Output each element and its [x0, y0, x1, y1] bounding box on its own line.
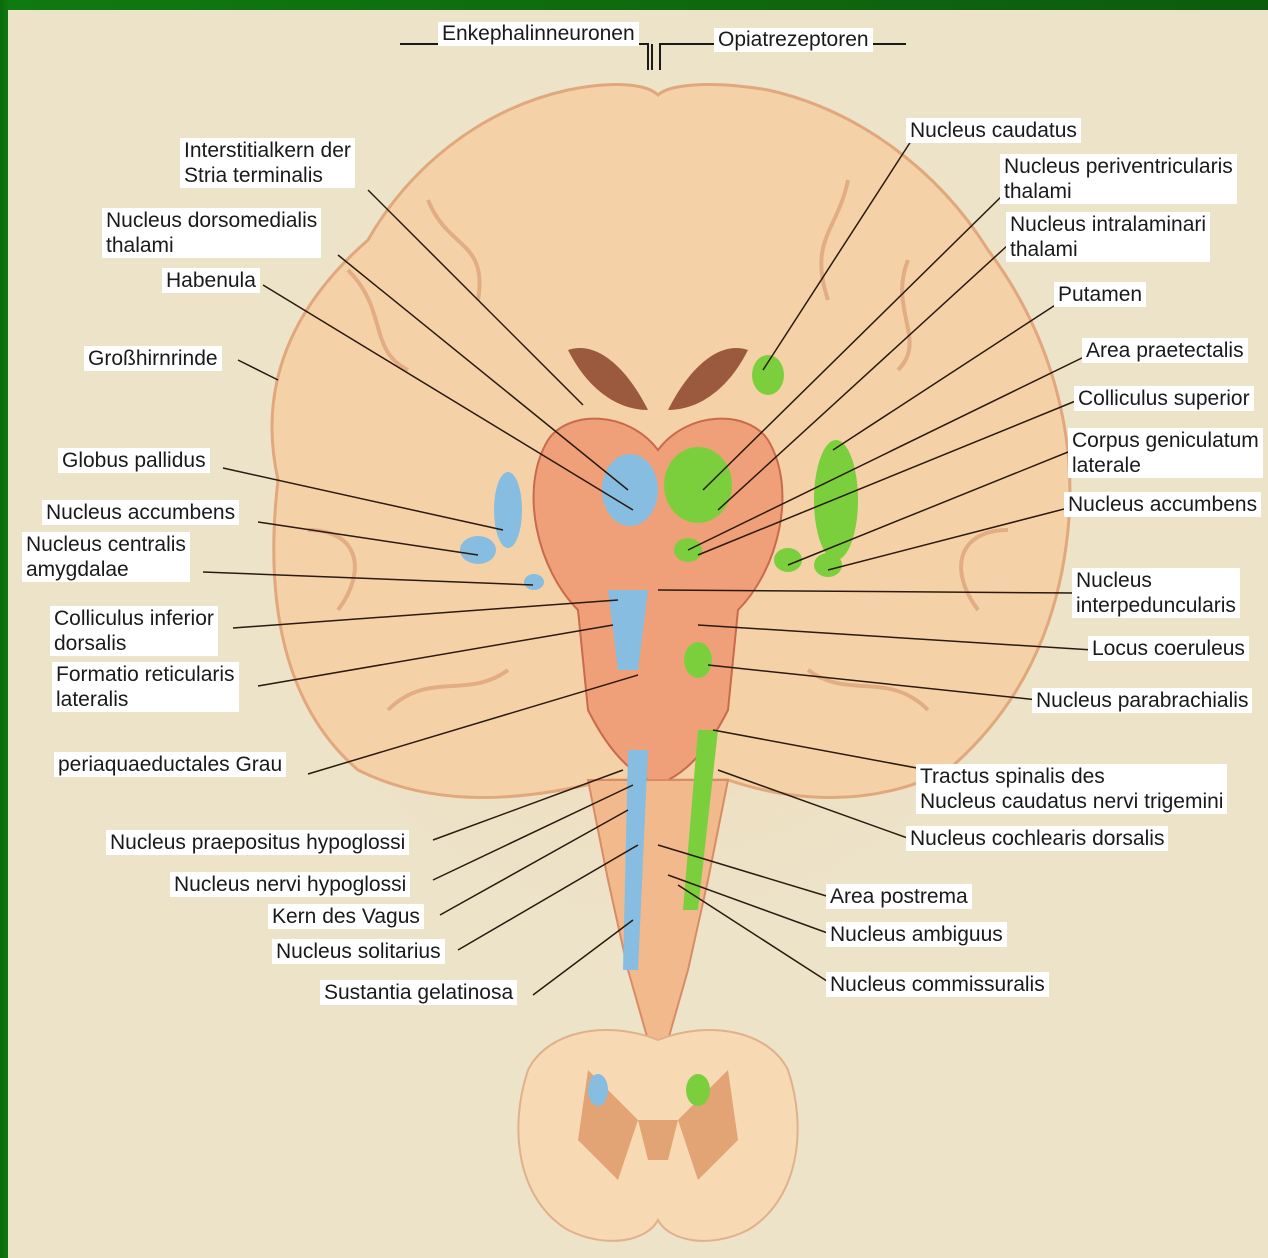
label-line: Corpus geniculatum: [1072, 428, 1259, 453]
label-line: Globus pallidus: [62, 448, 206, 473]
label-line: Nucleus praepositus hypoglossi: [110, 830, 405, 855]
blue-region-cord: [588, 1074, 608, 1106]
green-region-thalamus: [664, 447, 732, 523]
label-line: Nucleus solitarius: [276, 939, 441, 964]
enkephalin-header: Enkephalinneuronen: [438, 22, 639, 46]
label-nucleus-nervi-hypoglossi: Nucleus nervi hypoglossi: [170, 872, 410, 897]
label-nucleus-accumbens-right: Nucleus accumbens: [1064, 492, 1261, 517]
label-line: Nucleus: [1076, 568, 1236, 593]
label-grosshirnrinde: Großhirnrinde: [84, 346, 222, 371]
label-line: Area postrema: [830, 884, 968, 909]
green-region-parabrachial: [684, 642, 712, 678]
label-area-praetectalis: Area praetectalis: [1082, 338, 1248, 363]
label-nucleus-solitarius: Nucleus solitarius: [272, 939, 445, 964]
label-habenula: Habenula: [162, 268, 260, 293]
label-putamen: Putamen: [1054, 282, 1146, 307]
blue-region-pallidus: [494, 472, 522, 548]
green-region-accumbens: [814, 553, 842, 577]
label-line: Formatio reticularis: [56, 662, 235, 687]
label-globus-pallidus: Globus pallidus: [58, 448, 210, 473]
label-line: Sustantia gelatinosa: [324, 980, 513, 1005]
label-line: lateralis: [56, 687, 235, 712]
green-region-geniculatum: [774, 548, 802, 572]
label-nucleus-ambiguus: Nucleus ambiguus: [826, 922, 1007, 947]
green-region-cord: [686, 1074, 710, 1106]
label-line: laterale: [1072, 453, 1259, 478]
label-line: Nucleus nervi hypoglossi: [174, 872, 406, 897]
label-locus-coeruleus: Locus coeruleus: [1088, 636, 1249, 661]
label-line: Nucleus accumbens: [1068, 492, 1257, 517]
blue-region-accumbens: [460, 536, 496, 564]
label-line: Nucleus caudatus nervi trigemini: [920, 789, 1223, 814]
label-line: Locus coeruleus: [1092, 636, 1245, 661]
label-line: Area praetectalis: [1086, 338, 1244, 363]
label-line: thalami: [106, 233, 317, 258]
label-line: Nucleus cochlearis dorsalis: [910, 826, 1164, 851]
label-periaquaeductales-grau: periaquaeductales Grau: [54, 752, 286, 777]
label-line: periaquaeductales Grau: [58, 752, 282, 777]
label-nucleus-parabrachialis: Nucleus parabrachialis: [1032, 688, 1252, 713]
label-line: Nucleus accumbens: [46, 500, 235, 525]
label-kern-des-vagus: Kern des Vagus: [268, 904, 424, 929]
label-line: Nucleus commissuralis: [830, 972, 1045, 997]
label-nucleus-accumbens-left: Nucleus accumbens: [42, 500, 239, 525]
label-line: Nucleus intralaminari: [1010, 212, 1206, 237]
receptor-header: Opiatrezeptoren: [714, 28, 873, 52]
label-line: thalami: [1010, 237, 1206, 262]
label-line: Colliculus inferior: [54, 606, 214, 631]
green-region-putamen: [814, 440, 858, 560]
label-area-postrema: Area postrema: [826, 884, 972, 909]
blue-region-habenula: [602, 454, 658, 526]
label-line: Tractus spinalis des: [920, 764, 1223, 789]
label-line: Nucleus dorsomedialis: [106, 208, 317, 233]
label-line: Nucleus caudatus: [910, 118, 1077, 143]
label-colliculus-superior: Colliculus superior: [1074, 386, 1254, 411]
blue-region-amygdala: [524, 574, 544, 590]
label-line: Interstitialkern der: [184, 138, 351, 163]
label-line: Nucleus ambiguus: [830, 922, 1003, 947]
label-line: interpeduncularis: [1076, 593, 1236, 618]
label-line: Nucleus parabrachialis: [1036, 688, 1248, 713]
label-line: Colliculus superior: [1078, 386, 1250, 411]
label-line: dorsalis: [54, 631, 214, 656]
diagram-panel: Enkephalinneuronen Opiatrezeptoren Inter…: [8, 10, 1268, 1258]
label-line: Nucleus centralis: [26, 532, 186, 557]
label-nucleus-commissuralis: Nucleus commissuralis: [826, 972, 1049, 997]
label-line: Nucleus periventricularis: [1004, 154, 1233, 179]
label-line: Stria terminalis: [184, 163, 351, 188]
label-sustantia-gelatinosa: Sustantia gelatinosa: [320, 980, 517, 1005]
label-line: Großhirnrinde: [88, 346, 218, 371]
label-nucleus-cochlearis: Nucleus cochlearis dorsalis: [906, 826, 1168, 851]
label-line: Putamen: [1058, 282, 1142, 307]
label-line: Kern des Vagus: [272, 904, 420, 929]
label-line: amygdalae: [26, 557, 186, 582]
label-line: thalami: [1004, 179, 1233, 204]
label-nucleus-praepositus: Nucleus praepositus hypoglossi: [106, 830, 409, 855]
label-line: Habenula: [166, 268, 256, 293]
label-nucleus-caudatus: Nucleus caudatus: [906, 118, 1081, 143]
